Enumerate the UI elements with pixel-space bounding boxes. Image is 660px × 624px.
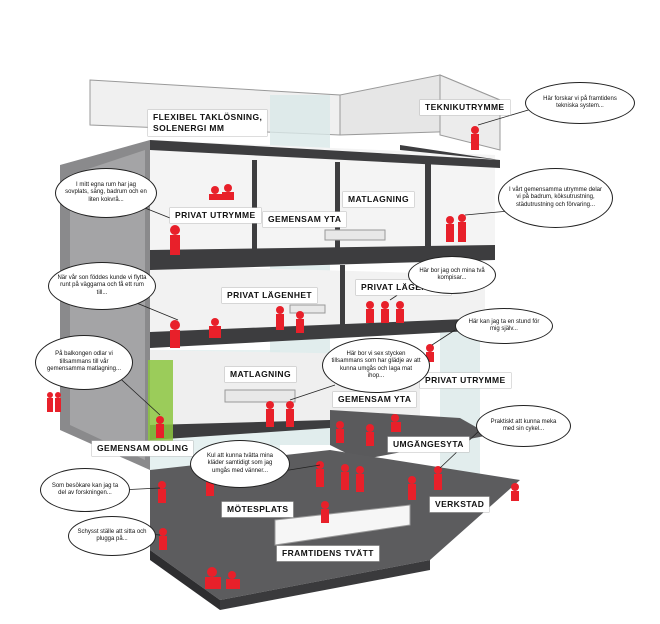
bubble-teknik-text: Här forskar vi på framtidens tekniska sy… (543, 95, 617, 110)
wall-b (335, 162, 340, 252)
mezzanine (330, 410, 490, 460)
wall-d (425, 160, 431, 255)
slab-floor4 (150, 245, 495, 270)
label-gemensam-yta-top: GEMENSAM YTA (263, 212, 347, 227)
bubble-privat-utrymme-text: I mitt egna rum har jag sovplats, säng, … (65, 181, 147, 203)
label-gemensam-yta-mid: GEMENSAM YTA (333, 392, 417, 407)
bubble-plugga-text: Schysst ställe att sitta och plugga på..… (77, 528, 147, 543)
label-gemensam-odling: GEMENSAM ODLING (92, 441, 194, 456)
wall-c (340, 265, 345, 335)
bubble-besokare-text: Som besökare kan jag ta del av forskning… (51, 482, 119, 497)
kitchen-counter-top (324, 229, 386, 241)
bubble-kompisar-text: Här bor jag och mina två kompisar... (419, 267, 485, 282)
bubble-stund: Här kan jag ta en stund för mig själv... (455, 308, 553, 344)
bubble-stund-text: Här kan jag ta en stund för mig själv... (468, 318, 540, 333)
slab-roof (150, 140, 500, 168)
bubble-gemensam-utrymme: I vårt gemensamma utrymme delar vi på ba… (498, 168, 613, 228)
bubble-sex-stycken-text: Här bor vi sex stycken tillsammans som h… (331, 350, 421, 380)
label-roof: FLEXIBEL TAKLÖSNING, SOLENERGI MM (148, 110, 268, 136)
bubble-plugga: Schysst ställe att sitta och plugga på..… (68, 516, 156, 556)
bubble-privat-lagenhet: När vår son föddes kunde vi flytta runt … (48, 262, 156, 310)
bubble-tvatt: Kul att kunna tvätta mina kläder samtidi… (190, 440, 290, 488)
bubble-odling-text: På balkongen odlar vi tillsammans till v… (46, 351, 122, 373)
wall-a (252, 160, 257, 252)
label-verkstad: VERKSTAD (430, 497, 490, 512)
bubble-sex-stycken: Här bor vi sex stycken tillsammans som h… (322, 338, 430, 393)
label-privat-lagenhet-left: PRIVAT LÄGENHET (222, 288, 318, 303)
bubble-gemensam-utrymme-text: I vårt gemensamma utrymme delar vi på ba… (508, 186, 603, 208)
slab-tech (400, 145, 500, 160)
table-mid (289, 304, 326, 314)
label-matlagning-top: MATLAGNING (343, 192, 414, 207)
bubble-privat-lagenhet-text: När vår son föddes kunde vi flytta runt … (57, 274, 147, 296)
bubble-odling: På balkongen odlar vi tillsammans till v… (35, 335, 133, 390)
label-teknikutrymme: TEKNIKUTRYMME (420, 100, 510, 115)
bubble-cykel-text: Praktiskt att kunna meka med sin cykel..… (490, 418, 557, 433)
ground-edge-front (220, 560, 430, 610)
label-privat-utrymme-top: PRIVAT UTRYMME (170, 208, 261, 223)
ground-edge (150, 550, 220, 610)
label-umgangesyta: UMGÄNGESYTA (388, 437, 469, 452)
slab-floor2 (150, 420, 330, 440)
label-privat-utrymme-mid: PRIVAT UTRYMME (420, 373, 511, 388)
counter (274, 504, 411, 546)
slab-floor3 (150, 318, 490, 348)
bubble-besokare: Som besökare kan jag ta del av forskning… (40, 468, 130, 512)
label-motesplats: MÖTESPLATS (222, 502, 294, 517)
bubble-privat-utrymme: I mitt egna rum har jag sovplats, säng, … (55, 168, 157, 218)
floor4-rooms (150, 140, 495, 255)
kitchen-counter-mid (224, 389, 296, 403)
label-matlagning-mid: MATLAGNING (225, 367, 296, 382)
label-framtidens-tvatt: FRAMTIDENS TVÄTT (277, 546, 379, 561)
bubble-kompisar: Här bor jag och mina två kompisar... (408, 256, 496, 294)
bubble-tvatt-text: Kul att kunna tvätta mina kläder samtidi… (206, 452, 274, 474)
bubble-teknik: Här forskar vi på framtidens tekniska sy… (525, 82, 635, 124)
bubble-cykel: Praktiskt att kunna meka med sin cykel..… (476, 405, 571, 447)
